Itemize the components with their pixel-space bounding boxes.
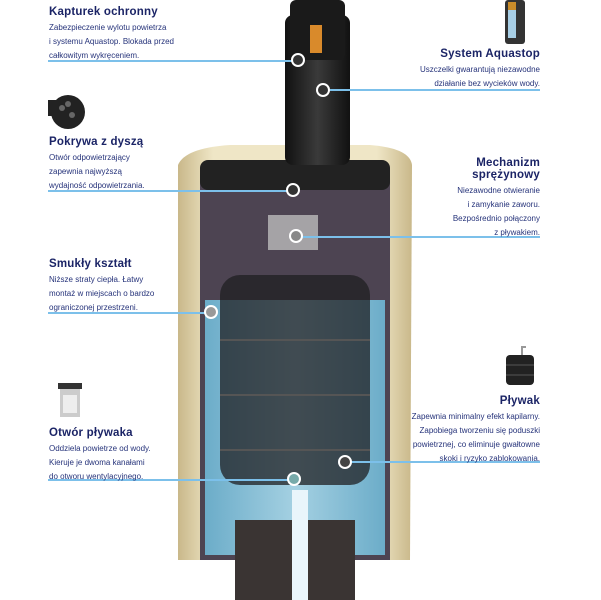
hotspot-protective-cap[interactable] (291, 53, 305, 67)
leader-line-spring (296, 236, 540, 238)
callout-text: Oddziela powietrze od wody. Kieruje je d… (49, 444, 151, 481)
thumb-float-hole (58, 383, 82, 417)
leader-line-protective-cap (48, 60, 300, 62)
leader-line-cover (48, 190, 293, 192)
hotspot-cover[interactable] (286, 183, 300, 197)
hotspot-float[interactable] (338, 455, 352, 469)
cover-plate (200, 160, 390, 190)
callout-title: Kapturek ochronny (49, 6, 158, 18)
float-ribs (220, 339, 370, 451)
thumb-float (506, 346, 534, 385)
hotspot-aquastop[interactable] (316, 83, 330, 97)
callout-text: Otwór odpowietrzający zapewnia najwyższą… (49, 153, 145, 190)
outlet-channel (292, 490, 308, 600)
callout-text: Uszczelki gwarantują niezawodne działani… (419, 65, 540, 88)
callout-text: Zapewnia minimalny efekt kapilarny. Zapo… (411, 412, 540, 463)
cap-window (310, 25, 322, 53)
callout-title: Mechanizm sprężynowy (472, 157, 540, 181)
hotspot-float-hole[interactable] (287, 472, 301, 486)
leader-line-aquastop (320, 89, 540, 91)
callout-text: Niezawodne otwieranie i zamykanie zaworu… (452, 186, 540, 237)
leader-line-slim-shape (48, 312, 213, 314)
callout-text: Zabezpieczenie wylotu powietrza i system… (49, 23, 174, 60)
callout-title: System Aquastop (440, 48, 540, 60)
callout-title: Otwór pływaka (49, 427, 133, 439)
hotspot-spring[interactable] (289, 229, 303, 243)
float (220, 275, 370, 485)
thumb-aquastop (505, 0, 525, 44)
hotspot-slim-shape[interactable] (204, 305, 218, 319)
callout-title: Pływak (499, 395, 540, 407)
callout-title: Pokrywa z dyszą (49, 136, 144, 148)
leader-line-float-hole (48, 479, 296, 481)
callout-title: Smukły kształt (49, 258, 132, 270)
thumb-cover-nozzle (48, 95, 85, 129)
leader-line-float (345, 461, 540, 463)
callout-text: Niższe straty ciepła. Łatwy montaż w mie… (49, 275, 155, 312)
